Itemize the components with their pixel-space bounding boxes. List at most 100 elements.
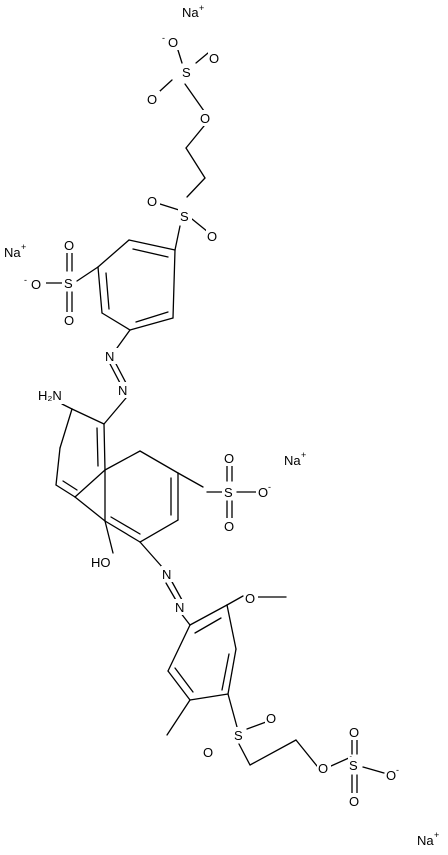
atom-label: O — [258, 485, 268, 500]
atom-labels: Na + - O S O O O O S O — [3, 3, 444, 848]
bond — [104, 450, 141, 471]
atom-mask — [206, 228, 220, 244]
atom-mask — [265, 710, 279, 726]
bond — [191, 218, 209, 233]
bond — [189, 604, 228, 626]
atom-label: Na — [284, 453, 301, 468]
hydroxyl-group: HO — [90, 554, 114, 570]
bond — [159, 79, 173, 92]
atom-mask — [178, 208, 192, 224]
atom-mask — [347, 724, 361, 740]
atom-label: O — [200, 111, 210, 126]
bond — [167, 624, 191, 672]
bond — [71, 408, 105, 425]
atom-label: O — [203, 745, 213, 760]
atom-label: O — [318, 761, 328, 776]
charge-label: - — [396, 765, 399, 775]
bond — [172, 249, 176, 319]
bond — [195, 52, 209, 64]
atom-label: N — [162, 567, 171, 582]
bond — [103, 423, 106, 471]
atom-label: S — [182, 65, 191, 80]
bond — [110, 516, 141, 535]
atom-mask — [117, 382, 131, 398]
bond — [74, 496, 106, 522]
atom-mask — [416, 832, 444, 848]
atom-label: O — [266, 711, 276, 726]
atom-mask — [347, 793, 361, 809]
atom-mask — [37, 387, 65, 404]
bond — [116, 329, 131, 349]
atom-label: S — [234, 728, 243, 743]
bond — [139, 541, 164, 569]
atom-mask — [104, 348, 118, 364]
atom-label: Na — [417, 833, 434, 848]
sodium-ion: Na + — [181, 3, 209, 20]
bond — [97, 266, 103, 314]
atom-label: S — [180, 209, 189, 224]
atom-mask — [223, 450, 237, 466]
bond — [74, 469, 106, 498]
sodium-ion: Na + — [3, 242, 31, 261]
bond — [59, 408, 73, 449]
atom-label: N — [118, 383, 127, 398]
bond — [129, 317, 174, 331]
atom-label: HO — [91, 555, 111, 570]
atom-mask — [146, 91, 160, 107]
atom-label: Na — [4, 245, 21, 260]
bond — [96, 427, 99, 467]
atom-mask — [256, 484, 276, 500]
atom-mask — [385, 767, 405, 783]
atom-label: O — [386, 768, 396, 783]
bond — [185, 147, 206, 179]
atom-mask — [27, 276, 46, 292]
atom-mask — [222, 484, 236, 500]
atom-label: O — [31, 277, 41, 292]
bond — [295, 739, 318, 767]
atom-label: O — [224, 519, 234, 534]
bond — [139, 450, 179, 474]
bond — [246, 721, 267, 730]
bond — [186, 177, 206, 198]
atom-mask — [223, 518, 237, 534]
bond — [227, 693, 238, 728]
sodium-ion: Na + — [416, 830, 444, 848]
bond — [249, 739, 297, 766]
atom-label: O — [245, 591, 255, 606]
charge-label: + — [301, 450, 306, 460]
atom-mask — [244, 590, 258, 606]
amino-group: H₂N — [37, 387, 65, 404]
bond — [227, 648, 237, 695]
atom-mask — [63, 237, 77, 253]
bond — [55, 447, 61, 486]
atom-mask — [3, 245, 31, 261]
bond — [174, 667, 194, 693]
bond — [62, 480, 78, 491]
bond — [114, 361, 127, 384]
atom-label: O — [349, 794, 359, 809]
bond — [170, 579, 183, 601]
atom-label: O — [209, 51, 219, 66]
charge-label: + — [21, 242, 26, 252]
atom-label: O — [64, 313, 74, 328]
bond — [76, 266, 99, 282]
atom-mask — [181, 4, 209, 20]
atom-label: O — [147, 92, 157, 107]
bond — [226, 595, 244, 606]
atom-mask — [174, 599, 188, 615]
atom-label: O — [349, 725, 359, 740]
atom-label: S — [349, 758, 358, 773]
charge-label: - — [268, 482, 271, 492]
atom-mask — [208, 50, 222, 66]
atom-label: O — [147, 194, 157, 209]
bond — [362, 766, 385, 774]
bond — [61, 403, 73, 410]
atom-mask — [161, 566, 175, 582]
bond — [139, 519, 179, 543]
atom-label: O — [168, 35, 178, 50]
bond — [174, 225, 181, 251]
bond — [104, 520, 141, 543]
charge-label: + — [199, 3, 204, 13]
bond — [189, 693, 229, 701]
